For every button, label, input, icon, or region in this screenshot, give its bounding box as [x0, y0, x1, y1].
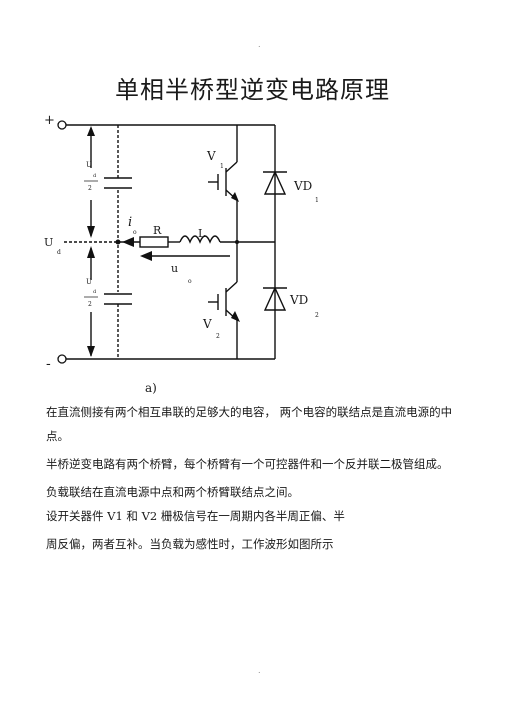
diode-vd2-body [263, 286, 287, 311]
label-uo: u [171, 262, 178, 275]
label-vd2: VD [289, 293, 308, 307]
midpoint-node [115, 239, 121, 245]
label-half-sub-bottom: d [93, 289, 97, 295]
io-arrowhead [122, 237, 134, 247]
label-half-den-top: 2 [88, 185, 92, 192]
header-dot: . [258, 40, 261, 49]
label-io: i [128, 215, 132, 230]
label-half-u-bottom: U [86, 278, 92, 286]
paragraph-2: 半桥逆变电路有两个桥臂，每个桥臂有一个可控器件和一个反并联二极管组成。 [46, 457, 449, 471]
label-r: R [153, 224, 162, 237]
label-uo-sub: o [188, 278, 192, 285]
paragraph-1-cont: 点。 [46, 429, 69, 443]
label-vd1-sub: 1 [315, 197, 319, 204]
label-vd1: VD [293, 179, 312, 193]
diode-vd1-body [263, 170, 287, 195]
label-l: L [198, 227, 206, 240]
uo-arrowhead [140, 251, 152, 261]
label-v1-sub: 1 [220, 163, 224, 170]
arrow-up-lower [87, 246, 95, 258]
page-title: 单相半桥型逆变电路原理 [115, 76, 390, 104]
label-half-sub-top: d [93, 173, 97, 179]
v1-emitter-arrow [231, 192, 239, 202]
label-ud: U [44, 236, 53, 249]
paragraph-3: 负载联结在直流电源中点和两个桥臂联结点之间。 [46, 485, 299, 499]
paragraph-4-cont: 周反偏，两者互补。当负载为感性时，工作波形如图所示 [46, 537, 334, 551]
arrow-down-bottom [87, 346, 95, 357]
label-v2-sub: 2 [216, 333, 220, 340]
label-ud-sub: d [57, 249, 61, 256]
bridge-node [235, 240, 239, 244]
terminal-plus [57, 120, 67, 130]
label-minus: - [46, 356, 51, 372]
label-io-sub: o [133, 229, 137, 236]
arrow-down-upper [87, 226, 95, 238]
label-plus: + [44, 113, 55, 128]
terminal-minus [57, 354, 67, 364]
paragraph-4: 设开关器件 V1 和 V2 栅极信号在一周期内各半周正偏、半 [46, 509, 345, 523]
paragraph-1: 在直流侧接有两个相互串联的足够大的电容， 两个电容的联结点是直流电源的中 [46, 405, 453, 419]
label-vd2-sub: 2 [315, 312, 319, 319]
label-half-den-bottom: 2 [88, 301, 92, 308]
label-v2: V [202, 317, 212, 331]
figure-caption: a) [145, 381, 157, 395]
resistor-r [139, 236, 169, 248]
label-v1: V [206, 149, 216, 163]
label-half-u-top: U [86, 161, 92, 169]
half-bridge-circuit-diagram: + - U d U d 2 U d 2 V 1 V 2 VD 1 VD 2 i … [44, 113, 319, 395]
arrow-up-top [87, 126, 95, 136]
footer-dot: . [258, 666, 261, 675]
v2-emitter-arrow [231, 311, 240, 322]
inductor-l [179, 235, 221, 244]
